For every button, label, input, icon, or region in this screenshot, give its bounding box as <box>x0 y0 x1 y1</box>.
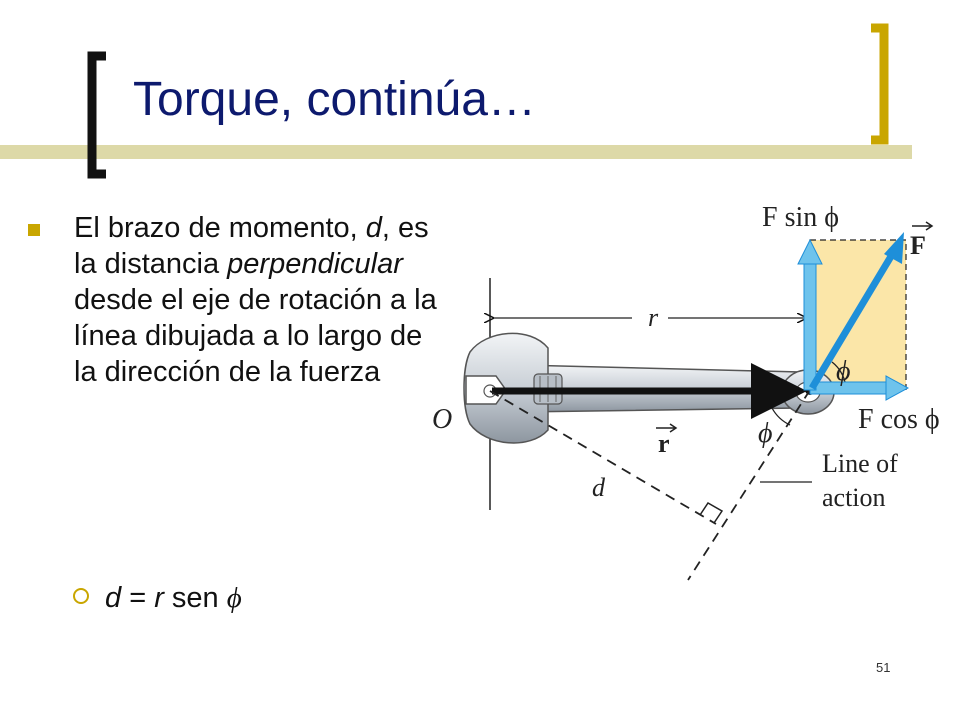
bullet-segment: perpendicular <box>227 248 403 280</box>
right-bracket <box>871 23 889 145</box>
left-bracket <box>87 51 106 179</box>
vector-arrow-F-icon <box>912 221 934 231</box>
bullet-segment: d <box>365 212 382 244</box>
label-O: O <box>432 404 452 435</box>
line-of-action <box>687 389 811 581</box>
eq-sen: sen <box>163 582 227 614</box>
eq-equals: = <box>121 582 155 614</box>
right-angle-mark <box>699 502 724 524</box>
angle-arc-lower <box>771 407 791 426</box>
label-d: d <box>592 473 606 502</box>
label-phi-lower: ϕ <box>758 418 773 449</box>
label-r-vector: r <box>658 429 670 458</box>
eq-d: d <box>105 582 122 614</box>
title-rule <box>0 145 912 159</box>
eq-r: r <box>154 582 164 614</box>
bullet-segment: desde el eje de rotación a la línea dibu… <box>74 284 437 388</box>
slide-title: Torque, continúa… <box>133 73 536 126</box>
label-action: action <box>822 483 886 512</box>
square-bullet-icon <box>28 224 40 236</box>
page-number: 51 <box>876 660 891 675</box>
label-line-of: Line of <box>822 449 898 478</box>
label-phi-upper: ϕ <box>836 356 851 387</box>
force-vector-F <box>808 246 900 390</box>
eq-phi: ϕ <box>226 582 242 614</box>
bullet-item: El brazo de momento, d, es la distancia … <box>28 210 438 390</box>
bullet-segment: El brazo de momento, <box>74 212 366 244</box>
sub-bullet-equation: d = r sen ϕ <box>73 582 242 615</box>
label-force-F: F <box>910 231 926 260</box>
f-sin-component-arrow <box>803 261 817 391</box>
ring-bullet-icon <box>73 588 89 605</box>
moment-arm-d-line <box>489 390 717 525</box>
title-decoration <box>0 23 912 179</box>
bullet-segment: , es la distancia <box>74 212 429 280</box>
label-f-sin-phi: F sin ϕ <box>762 202 839 233</box>
vector-arrow-r-icon <box>656 423 678 433</box>
bullet-text: El brazo de momento, d, es la distancia … <box>28 210 438 390</box>
label-f-cos-phi: F cos ϕ <box>858 404 940 435</box>
label-r-dimension: r <box>648 303 659 332</box>
